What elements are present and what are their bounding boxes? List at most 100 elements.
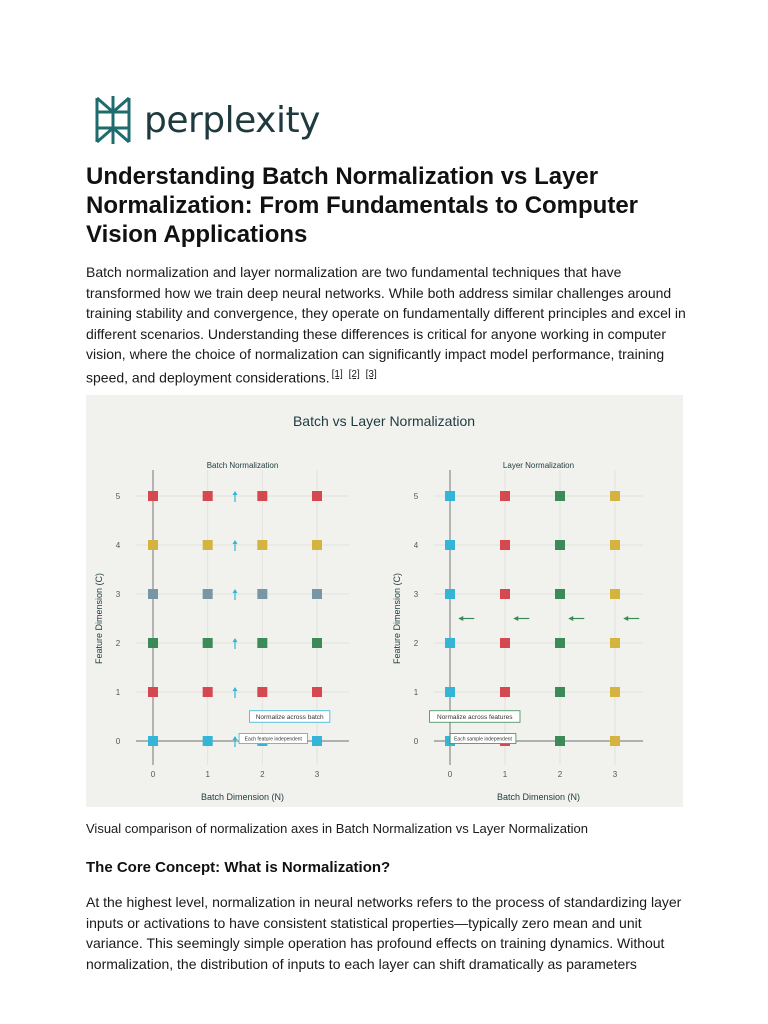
annotation-box: [449, 733, 517, 744]
brand-name: perplexity: [144, 99, 320, 141]
data-marker: [610, 589, 620, 599]
data-marker: [202, 540, 213, 550]
panel-subtitle: Layer Normalization: [503, 461, 574, 470]
data-marker: [202, 736, 213, 746]
figure-caption: Visual comparison of normalization axes …: [86, 821, 588, 836]
data-marker: [610, 638, 620, 648]
y-axis-label: Feature Dimension (C): [94, 573, 104, 664]
y-tick-label: 3: [414, 590, 419, 599]
arrow-head: [232, 736, 238, 740]
annotation-label: Normalize across batch: [256, 714, 324, 721]
y-tick-label: 1: [414, 688, 419, 697]
y-tick-label: 2: [116, 639, 121, 648]
data-marker: [500, 540, 510, 550]
arrow-head: [232, 491, 238, 495]
annotation-label: Normalize across features: [437, 714, 513, 721]
data-marker: [555, 589, 565, 599]
article-title: Understanding Batch Normalization vs Lay…: [86, 163, 639, 248]
data-marker: [202, 687, 213, 697]
y-tick-label: 0: [116, 737, 121, 746]
data-marker: [312, 736, 322, 746]
data-marker: [202, 589, 213, 599]
citation-link[interactable]: [2]: [348, 368, 360, 380]
annotation-box: [249, 710, 331, 723]
data-marker: [312, 687, 322, 697]
data-marker: [257, 540, 268, 550]
citation-link[interactable]: [1]: [331, 368, 343, 380]
perplexity-logo-icon: [95, 96, 131, 144]
arrow-head: [232, 540, 238, 544]
data-marker: [445, 540, 455, 550]
data-marker: [500, 687, 510, 697]
y-tick-label: 3: [116, 590, 121, 599]
data-marker: [257, 491, 268, 501]
y-tick-label: 4: [116, 541, 121, 550]
y-tick-label: 5: [414, 492, 419, 501]
annotation-label: Each sample independent: [454, 736, 512, 742]
data-marker: [148, 491, 158, 501]
x-tick-label: 2: [558, 770, 563, 779]
data-marker: [610, 736, 620, 746]
data-marker: [312, 540, 322, 550]
chart-title: Batch vs Layer Normalization: [293, 413, 475, 429]
intro-paragraph: Batch normalization and layer normalizat…: [86, 262, 686, 388]
data-marker: [555, 540, 565, 550]
arrow-head: [232, 638, 238, 642]
x-tick-label: 1: [205, 770, 210, 779]
y-tick-label: 5: [116, 492, 121, 501]
data-marker: [500, 638, 510, 648]
section-paragraph: At the highest level, normalization in n…: [86, 894, 682, 972]
x-tick-label: 1: [503, 770, 508, 779]
annotation-box: [238, 733, 308, 744]
data-marker: [312, 589, 322, 599]
x-tick-label: 2: [260, 770, 265, 779]
x-tick-label: 0: [448, 770, 453, 779]
y-tick-label: 0: [414, 737, 419, 746]
annotation-label: Each feature independent: [245, 736, 303, 742]
x-tick-label: 3: [613, 770, 618, 779]
logo: perplexity: [92, 94, 320, 146]
data-marker: [610, 540, 620, 550]
data-marker: [445, 589, 455, 599]
y-tick-label: 1: [116, 688, 121, 697]
data-marker: [445, 687, 455, 697]
data-marker: [500, 589, 510, 599]
y-tick-label: 2: [414, 639, 419, 648]
arrow-head: [513, 616, 519, 621]
x-axis-label: Batch Dimension (N): [497, 792, 580, 802]
y-axis-label: Feature Dimension (C): [392, 573, 402, 664]
data-marker: [555, 736, 565, 746]
x-tick-label: 0: [151, 770, 156, 779]
data-marker: [257, 589, 268, 599]
y-tick-label: 4: [414, 541, 419, 550]
arrow-head: [232, 589, 238, 593]
x-tick-label: 3: [315, 770, 320, 779]
data-marker: [148, 589, 158, 599]
arrow-head: [458, 616, 464, 621]
data-marker: [555, 491, 565, 501]
panel-subtitle: Batch Normalization: [207, 461, 279, 470]
data-marker: [148, 540, 158, 550]
arrow-head: [232, 687, 238, 691]
data-marker: [257, 687, 268, 697]
data-marker: [312, 638, 322, 648]
data-marker: [202, 638, 213, 648]
data-marker: [148, 736, 158, 746]
data-marker: [445, 638, 455, 648]
intro-text: Batch normalization and layer normalizat…: [86, 264, 686, 386]
data-marker: [610, 687, 620, 697]
citation-link[interactable]: [3]: [365, 368, 377, 380]
section-heading: The Core Concept: What is Normalization?: [86, 859, 391, 876]
data-marker: [202, 491, 213, 501]
data-marker: [312, 491, 322, 501]
arrow-head: [568, 616, 574, 621]
data-marker: [148, 638, 158, 648]
data-marker: [610, 491, 620, 501]
data-marker: [257, 638, 268, 648]
data-marker: [500, 491, 510, 501]
data-marker: [148, 687, 158, 697]
data-marker: [555, 638, 565, 648]
data-marker: [555, 687, 565, 697]
